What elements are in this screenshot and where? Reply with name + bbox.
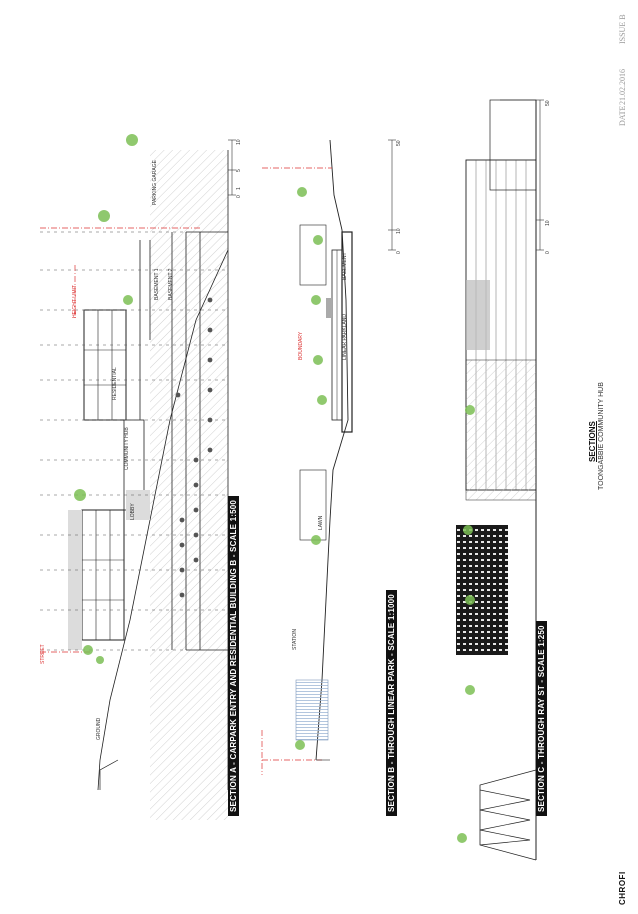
label-residential: RESIDENTIAL: [112, 367, 118, 400]
label-height-limit: HEIGHT LIMIT: [72, 285, 78, 318]
scale-a-0: 0: [236, 195, 242, 198]
section-c-dark-facade: [456, 525, 508, 655]
label-parking: PARKING GARAGE: [152, 160, 158, 205]
scale-b-50: 50: [396, 140, 402, 146]
scale-c-0: 0: [545, 251, 551, 254]
sheet-date: 21.02.2016: [618, 69, 627, 105]
scale-c-10: 10: [545, 220, 551, 226]
section-c-title: SECTION C - THROUGH RAY ST - SCALE 1:250: [536, 621, 547, 816]
scale-b-10: 10: [396, 228, 402, 234]
section-a: [40, 150, 229, 820]
sheet-issue: ISSUE B: [618, 14, 627, 44]
section-a-title: SECTION A - CARPARK ENTRY AND RESIDENTIA…: [228, 495, 239, 816]
scale-c-50: 50: [545, 100, 551, 106]
scale-b-0: 0: [396, 251, 402, 254]
section-b-glass-canopy: [295, 679, 329, 741]
scale-a-10: 10: [236, 139, 242, 145]
label-lobby: LOBBY: [130, 503, 136, 520]
label-basement-2: BASEMENT 2: [168, 268, 174, 300]
sheet-title: SECTIONS: [588, 421, 597, 462]
label-street: STREET: [40, 644, 46, 664]
label-ground: GROUND: [96, 717, 102, 740]
scale-a-1: 1: [236, 187, 242, 190]
date-label: DATE: [618, 105, 627, 126]
label-basement-1: BASEMENT 1: [154, 268, 160, 300]
brand-logo: CHROFI: [618, 871, 627, 905]
sheet-subtitle: TOONGABBIE COMMUNITY HUB: [598, 382, 605, 490]
label-station: STATION: [292, 629, 298, 650]
section-b-title: SECTION B - THROUGH LINEAR PARK - SCALE …: [386, 590, 397, 816]
section-b: [261, 139, 353, 775]
section-c: [456, 99, 537, 861]
label-boundary: BOUNDARY: [298, 331, 304, 360]
label-basement: BASEMENT: [342, 252, 348, 280]
label-community: COMMUNITY HUB: [124, 427, 130, 470]
label-parkland: LINEAR PARKLAND: [342, 313, 348, 360]
scale-a-5: 5: [236, 169, 242, 172]
label-lawn: LAWN: [318, 515, 324, 530]
section-a-earth-hatch: [150, 150, 228, 820]
